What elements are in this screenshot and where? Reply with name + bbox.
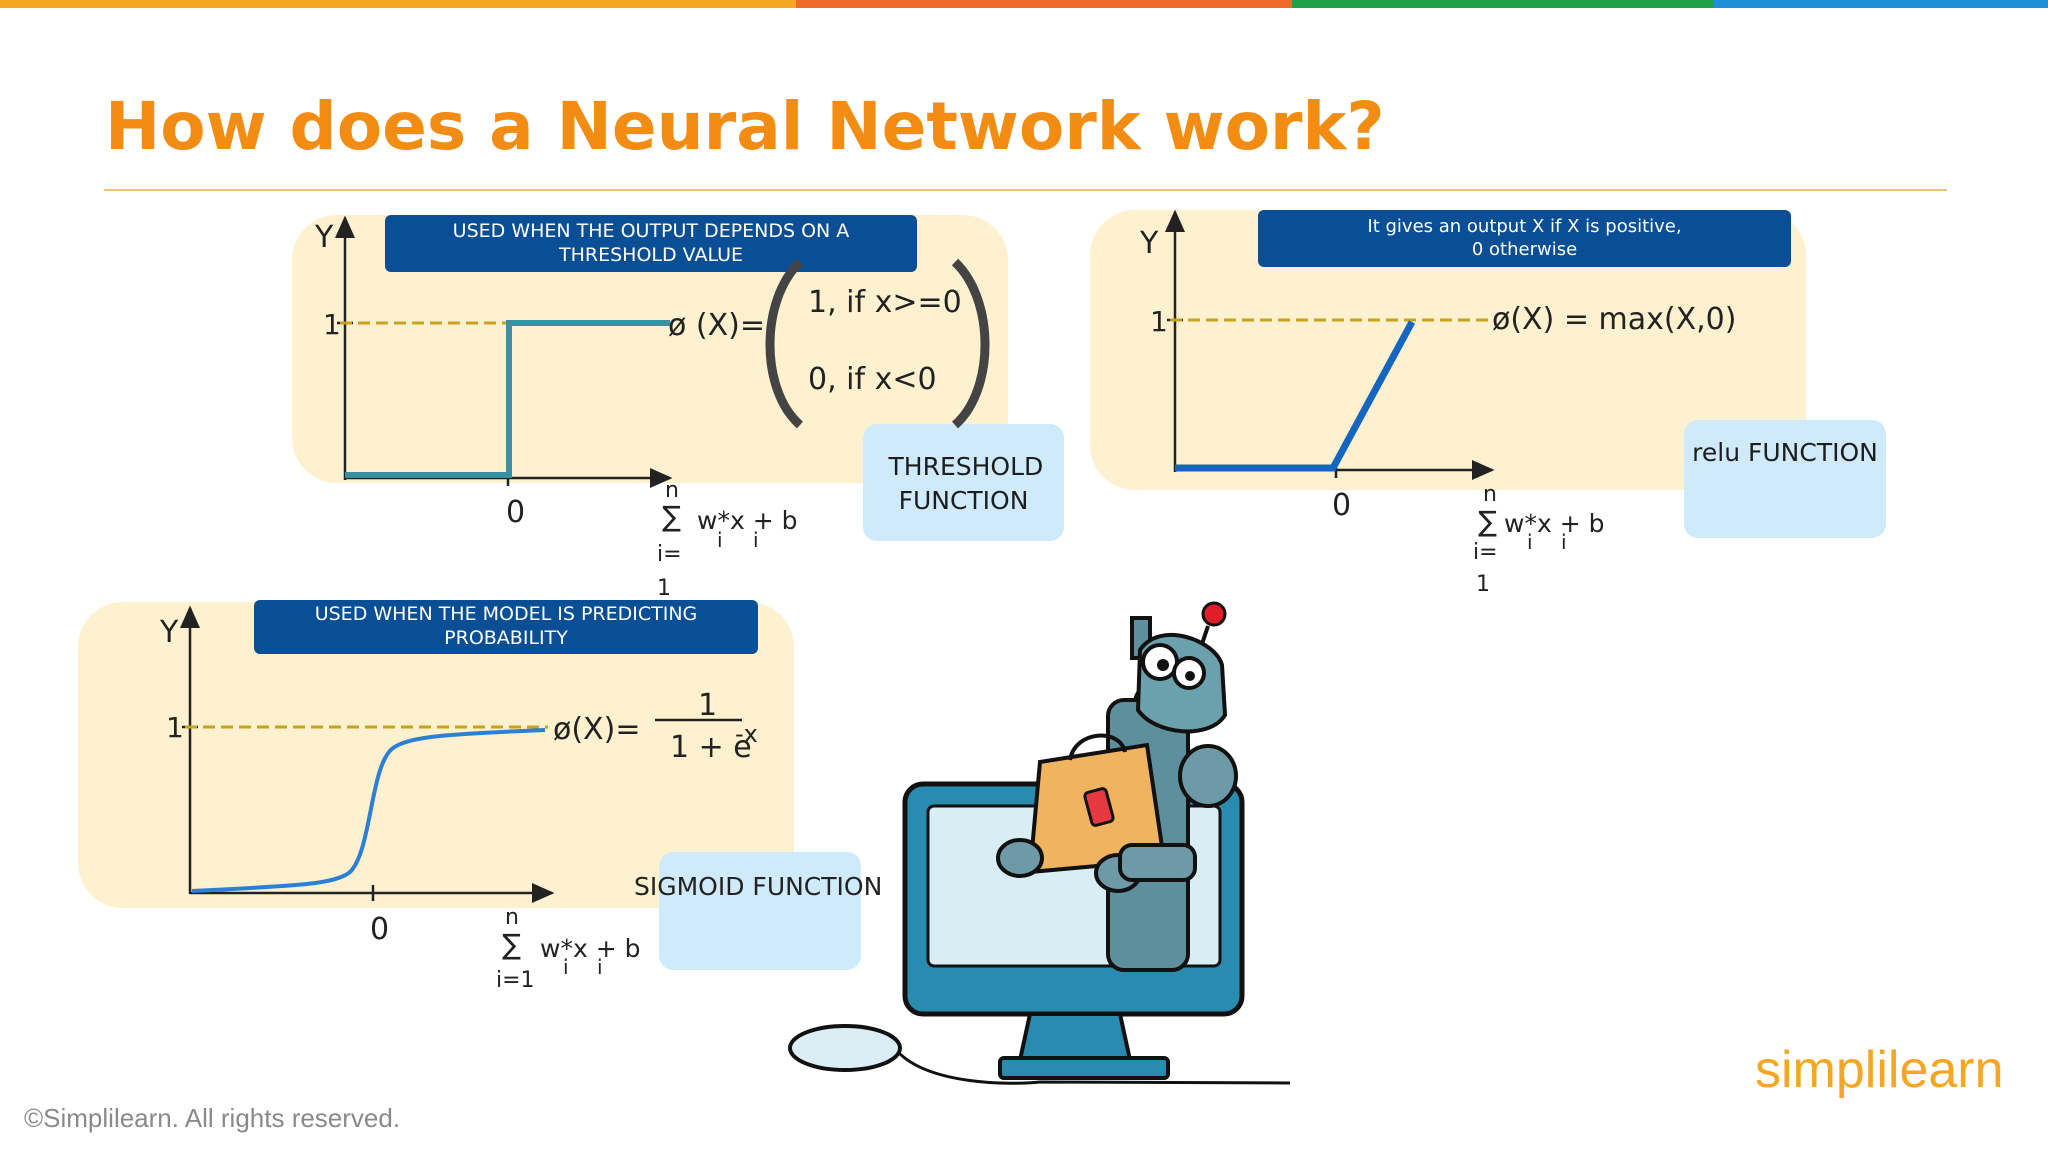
relu-y-label: Y: [1140, 226, 1159, 261]
threshold-sum-lower2: 1: [657, 576, 671, 601]
threshold-case2: 0, if x<0: [808, 362, 937, 397]
sigmoid-function-box: [659, 852, 861, 970]
sigmoid-phi: ø(X)=: [553, 712, 641, 747]
sigmoid-banner-text: USED WHEN THE MODEL IS PREDICTING PROBAB…: [314, 603, 698, 649]
threshold-left-paren: [765, 258, 804, 429]
sigmoid-denominator: 1 + e: [670, 730, 752, 765]
sigmoid-function-label: SIGMOID FUNCTION: [634, 872, 883, 901]
sigmoid-sum-sigma: ∑: [502, 928, 521, 961]
sigmoid-exponent: -x: [735, 720, 758, 748]
threshold-sum-n: n: [665, 478, 679, 503]
robot-computer-illustration: [788, 601, 1291, 1085]
relu-sum-expr: w*x + b: [1504, 509, 1605, 538]
threshold-banner: USED WHEN THE OUTPUT DEPENDS ON A THRESH…: [385, 215, 917, 272]
relu-sum-i2: i: [1561, 530, 1567, 554]
sigmoid-sum-expr: w*x + b: [540, 934, 641, 963]
top-accent-bar-red: [796, 0, 1292, 8]
relu-function-box: relu FUNCTION: [1684, 420, 1886, 538]
relu-one-label: 1: [1150, 305, 1168, 338]
threshold-y-label: Y: [315, 220, 334, 255]
relu-banner-line1: It gives an output X if X is positive,: [1367, 216, 1682, 237]
threshold-sum-lower1: i=: [657, 542, 682, 567]
threshold-sum-i1: i: [717, 528, 723, 552]
sigmoid-sum-n: n: [505, 905, 519, 930]
relu-formula: ø(X) = max(X,0): [1492, 302, 1737, 337]
sigmoid-sum-i1: i: [563, 955, 569, 979]
sigmoid-one-label: 1: [166, 711, 184, 744]
relu-banner: It gives an output X if X is positive, 0…: [1258, 210, 1791, 267]
threshold-step-curve: [345, 320, 670, 478]
relu-banner-line2: 0 otherwise: [1471, 238, 1578, 260]
sigmoid-zero-label: 0: [370, 912, 390, 947]
relu-sum-sigma: ∑: [1478, 505, 1497, 538]
threshold-case1: 1, if x>=0: [808, 285, 962, 320]
threshold-banner-text: USED WHEN THE OUTPUT DEPENDS ON A THRESH…: [452, 219, 850, 266]
threshold-right-paren: [951, 258, 990, 429]
slide-title: How does a Neural Network work?: [105, 88, 1385, 165]
relu-zero-label: 0: [1332, 488, 1352, 523]
threshold-sum-i2: i: [753, 528, 759, 552]
threshold-function-box: THRESHOLD FUNCTION: [863, 424, 1064, 541]
sigmoid-numerator: 1: [698, 688, 718, 723]
relu-function-label: relu FUNCTION: [1692, 438, 1878, 467]
sigmoid-graph: [180, 605, 742, 903]
relu-graph: [1165, 209, 1495, 480]
threshold-one-label: 1: [323, 308, 341, 341]
threshold-phi: ø (X)=: [668, 308, 765, 343]
relu-sum-n: n: [1483, 482, 1497, 507]
threshold-sum-sigma: ∑: [662, 500, 681, 533]
title-divider: [104, 189, 1947, 191]
copyright-text: ©Simplilearn. All rights reserved.: [24, 1103, 401, 1133]
threshold-sum-expr: w*x + b: [697, 506, 798, 535]
top-accent-bar-orange: [0, 0, 796, 8]
relu-sum-i1: i: [1527, 530, 1533, 554]
threshold-graph: [335, 215, 990, 488]
sigmoid-y-label: Y: [160, 615, 179, 650]
top-accent-bar-blue: [1714, 0, 2048, 8]
relu-sum-lower2: 1: [1476, 572, 1490, 597]
logo-text: simplilearn: [1755, 1041, 2004, 1099]
relu-sum-lower1: i=: [1473, 540, 1498, 565]
threshold-function-label: THRESHOLD FUNCTION: [888, 452, 1044, 515]
sigmoid-banner: USED WHEN THE MODEL IS PREDICTING PROBAB…: [254, 600, 758, 654]
sigmoid-curve: [191, 728, 546, 893]
sigmoid-sum-i2: i: [597, 955, 603, 979]
relu-curve: [1175, 320, 1416, 472]
sigmoid-sum-lower: i=1: [496, 968, 535, 993]
threshold-zero-label: 0: [506, 495, 526, 530]
top-accent-bar-green: [1292, 0, 1714, 8]
simplilearn-logo: simplilearn: [1755, 1040, 2004, 1100]
